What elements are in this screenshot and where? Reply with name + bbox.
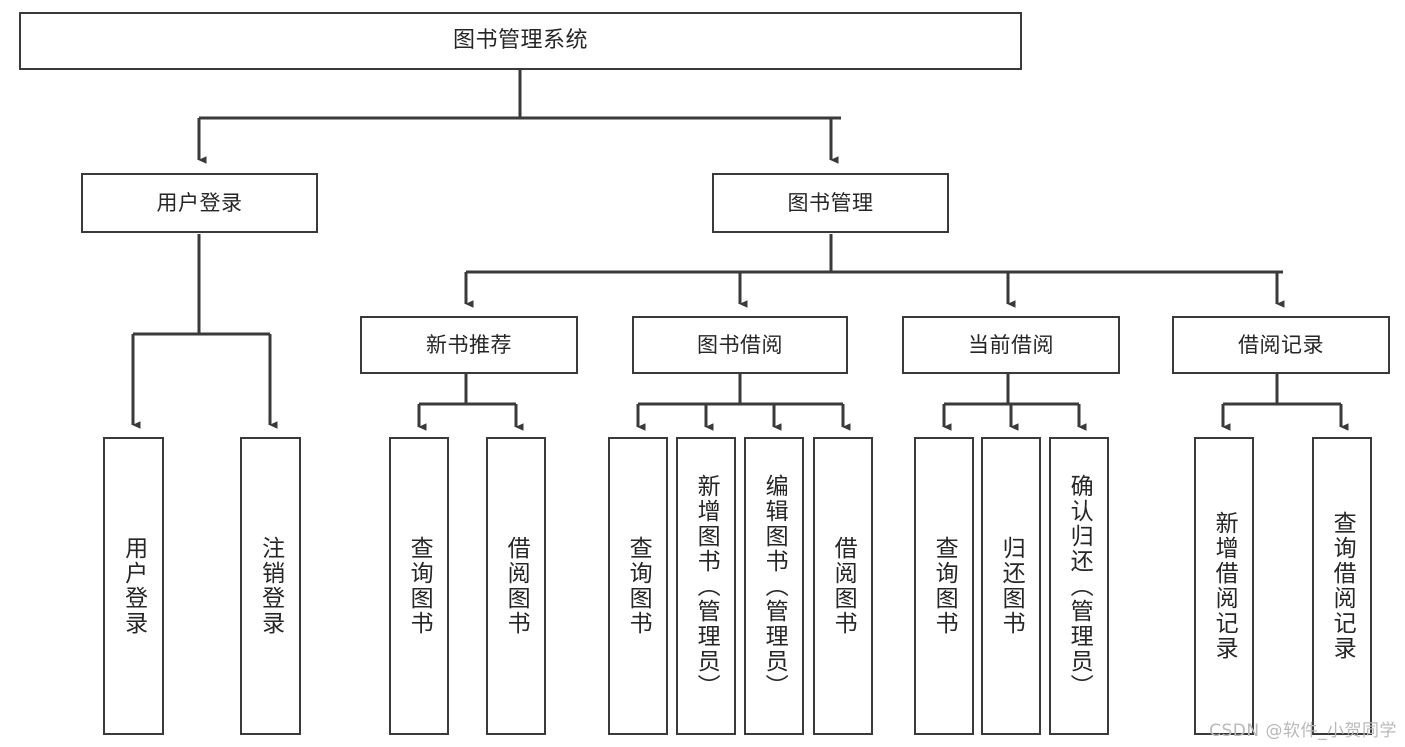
node-label: 借阅图书 [503,536,530,636]
node-label: 查询借阅记录 [1329,511,1356,661]
node-label: 新书推荐 [426,332,512,357]
node-label: 用户登录 [156,190,243,215]
node-borrow-record[interactable]: 借阅记录 [1172,316,1390,374]
node-label: 注销登录 [257,536,284,636]
node-label: 归还图书 [998,536,1025,636]
leaf-query-borrow-record[interactable]: 查询借阅记录 [1312,437,1372,735]
node-label: 确认归还（管理员） [1066,473,1093,699]
node-label: 借阅记录 [1238,332,1324,357]
node-current-borrow[interactable]: 当前借阅 [902,316,1120,374]
node-label: 图书管理 [787,190,874,215]
node-label: 编辑图书（管理员） [761,473,788,699]
node-user-login[interactable]: 用户登录 [81,173,318,233]
node-label: 图书管理系统 [452,27,588,53]
leaf-user-logout[interactable]: 注销登录 [240,437,301,735]
node-label: 查询图书 [625,536,652,636]
node-book-borrow[interactable]: 图书借阅 [632,316,848,374]
node-label: 新增图书（管理员） [693,473,720,699]
node-label: 用户登录 [120,536,147,636]
leaf-edit-book-admin[interactable]: 编辑图书（管理员） [744,437,804,735]
node-book-management[interactable]: 图书管理 [712,173,949,233]
leaf-user-login[interactable]: 用户登录 [103,437,164,735]
leaf-query-book-new[interactable]: 查询图书 [389,437,449,735]
node-label: 图书借阅 [697,332,783,357]
node-label: 借阅图书 [830,536,857,636]
node-label: 查询图书 [406,536,433,636]
node-label: 新增借阅记录 [1211,511,1238,661]
leaf-add-book-admin[interactable]: 新增图书（管理员） [676,437,736,735]
node-label: 查询图书 [931,536,958,636]
leaf-add-borrow-record[interactable]: 新增借阅记录 [1194,437,1254,735]
leaf-borrow-book-new[interactable]: 借阅图书 [486,437,546,735]
leaf-return-book[interactable]: 归还图书 [981,437,1041,735]
leaf-query-book-borrow[interactable]: 查询图书 [608,437,668,735]
leaf-confirm-return-admin[interactable]: 确认归还（管理员） [1049,437,1109,735]
node-root-system[interactable]: 图书管理系统 [19,12,1022,70]
node-label: 当前借阅 [968,332,1054,357]
leaf-query-book-current[interactable]: 查询图书 [914,437,974,735]
leaf-borrow-book[interactable]: 借阅图书 [813,437,873,735]
csdn-watermark: CSDN @软件_小贺同学 [1209,721,1397,741]
node-new-book-recommend[interactable]: 新书推荐 [360,316,578,374]
